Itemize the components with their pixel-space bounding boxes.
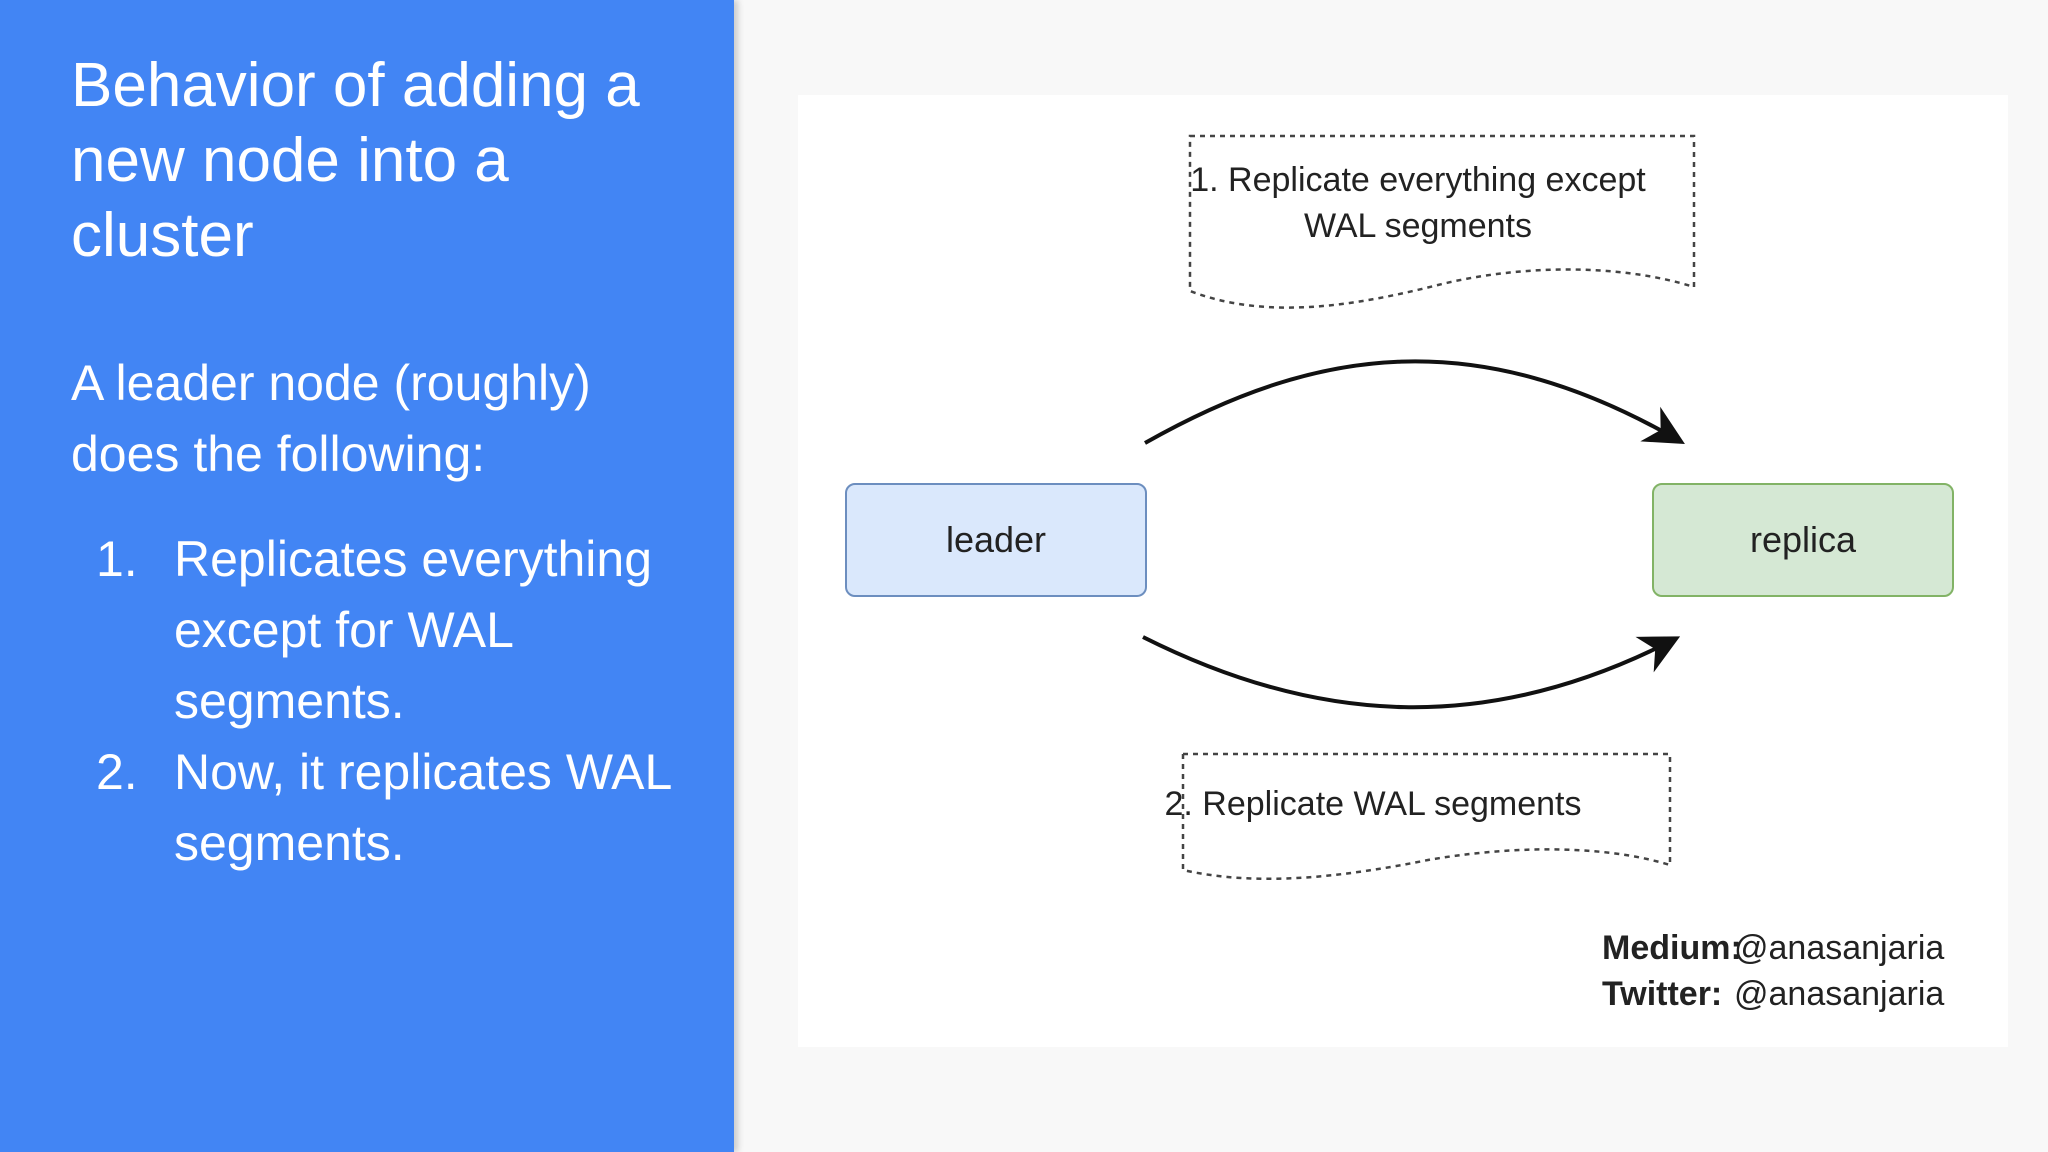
steps-list: 1. Replicates everything except for WAL … (71, 524, 711, 879)
medium-handle: @anasanjaria (1734, 929, 1945, 967)
twitter-handle: @anasanjaria (1734, 975, 1945, 1013)
credit-twitter: Twitter: @anasanjaria (1602, 971, 1982, 1017)
diagram-shapes (1142, 134, 1696, 881)
twitter-label: Twitter: (1602, 975, 1723, 1013)
step-number-2: 2. (96, 744, 138, 800)
note-bottom-text: 2. Replicate WAL segments (1164, 785, 1582, 823)
leader-node: leader (845, 483, 1147, 597)
replication-diagram: leader replica 1. Replicate everything e… (798, 95, 2008, 1047)
step-text-1: Replicates everything except for WAL seg… (174, 531, 653, 729)
intro-text: A leader node (roughly) does the followi… (71, 355, 591, 482)
arrow-bottom (1142, 635, 1681, 710)
credit-medium: Medium: @anasanjaria (1602, 925, 1982, 971)
note-shape-bottom (1181, 752, 1672, 881)
step-number-1: 1. (96, 531, 138, 587)
note-top-text: 1. Replicate everything except WAL segme… (1190, 161, 1646, 245)
credits: Medium: @anasanjaria Twitter: @anasanjar… (1602, 925, 1982, 1017)
slide-title: Behavior of adding a new node into a clu… (71, 51, 640, 270)
step-text-2: Now, it replicates WAL segments. (174, 744, 671, 871)
replica-node: replica (1652, 483, 1954, 597)
left-panel: Behavior of adding a new node into a clu… (0, 0, 734, 1152)
step-item-1: 1. Replicates everything except for WAL … (71, 524, 711, 737)
arrow-top (1144, 359, 1685, 445)
medium-label: Medium: (1602, 929, 1742, 967)
note-shape-top (1188, 134, 1696, 309)
step-item-2: 2. Now, it replicates WAL segments. (71, 737, 711, 879)
